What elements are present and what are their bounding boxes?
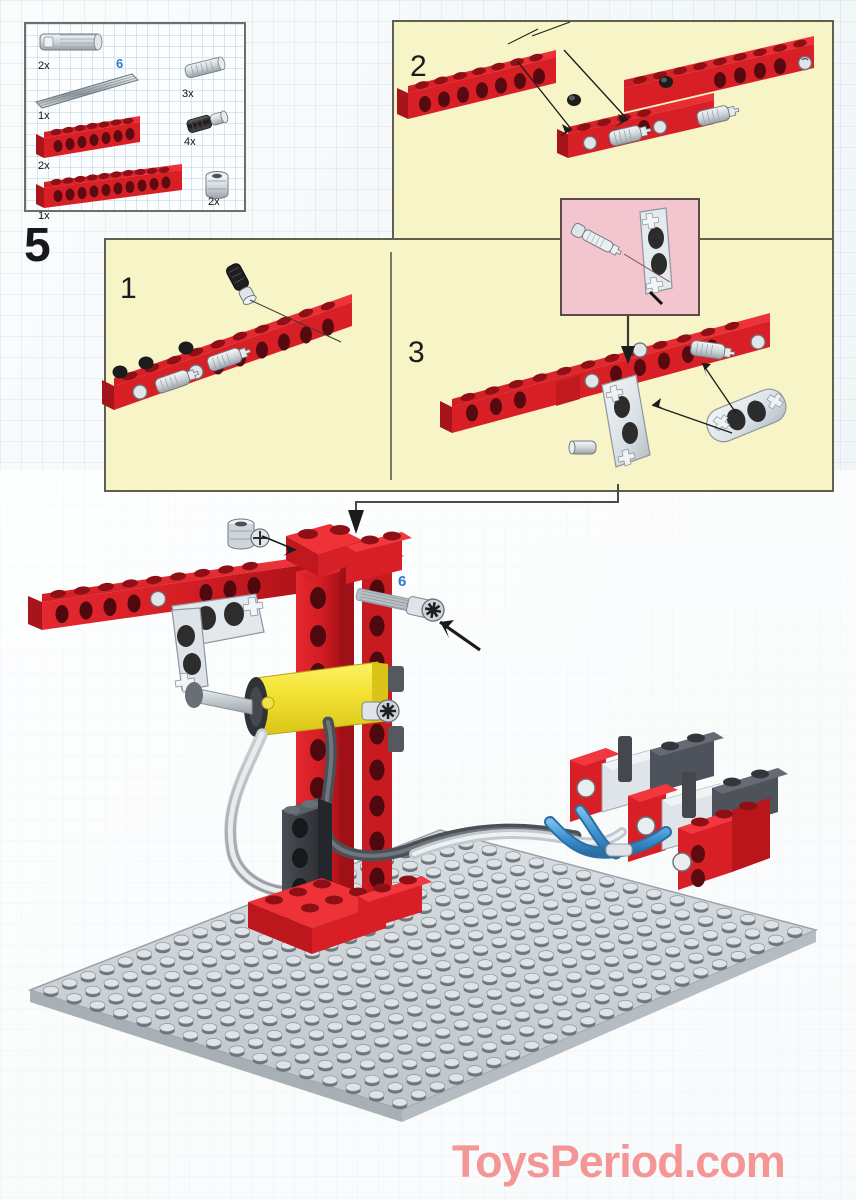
qty-axle-long-grey: 1x	[38, 110, 50, 122]
valve-unit-1	[570, 732, 724, 822]
step2-red-beam-left	[397, 50, 556, 119]
part-pneumatic-switch-valve	[39, 33, 103, 51]
detail-callout-pink	[560, 198, 700, 316]
parts-inventory-box: 2x 1x 2x 1x 3x 4x 2x 6	[24, 22, 246, 222]
qty-technic-brick-1x8-red: 2x	[38, 160, 50, 172]
step2-axle-pin-b	[659, 76, 673, 88]
step1-connector-pin-a	[154, 369, 200, 394]
panel-vertical-divider	[390, 252, 392, 480]
step1-leader-line	[249, 299, 342, 343]
grey-air-tube-left-highlight	[227, 731, 315, 895]
step3-liftarm-horizontal	[706, 388, 787, 443]
pneumatic-valve-assembly	[570, 732, 788, 890]
step2-arrowhead-a	[559, 124, 572, 137]
part-axle-long-grey	[35, 73, 139, 109]
inset-connector-pin	[570, 222, 622, 256]
step-2-graphics	[397, 21, 814, 158]
bushing-insert-callout	[227, 518, 297, 556]
inset-callout-stem	[621, 316, 635, 364]
qty-bushing-grey: 2x	[208, 196, 220, 208]
panel-to-figure-connector	[348, 484, 619, 534]
step2-red-beam-right-upper	[624, 36, 814, 112]
step1-connector-pin-b	[206, 347, 252, 372]
valve-lever-1	[618, 736, 632, 782]
red-base-bricks	[248, 875, 432, 954]
grey-air-tube-right	[409, 827, 627, 859]
blue-air-tube	[544, 804, 672, 860]
step3-floating-connector-pin	[690, 340, 736, 360]
step1-axle-pins	[112, 341, 194, 379]
valve-lever-2	[682, 772, 696, 818]
detail-callout-graphics	[570, 207, 673, 306]
part-bushing-grey	[205, 171, 229, 199]
inset-liftarm	[639, 207, 673, 306]
parts-callout-number-6: 6	[116, 56, 124, 71]
qty-technic-brick-1x12-red: 1x	[38, 210, 50, 222]
inset-leader-line	[623, 253, 671, 283]
tower-grey-nub-b	[388, 726, 404, 752]
site-watermark: ToysPeriod.com	[452, 1136, 786, 1187]
tower-grey-nub-a	[388, 666, 404, 692]
tower-axle-pin-lower	[361, 699, 400, 723]
part-axle-pin-black	[186, 110, 229, 133]
step2-connector-pin-a	[608, 125, 652, 147]
step-1-graphics	[102, 263, 352, 410]
qty-pneumatic-switch-valve: 2x	[38, 60, 50, 72]
main-step-number: 5	[24, 219, 51, 272]
step2-arrowhead-b	[615, 114, 628, 127]
part-technic-brick-1x12-red	[36, 164, 182, 208]
step-number-2: 2	[410, 50, 427, 83]
qty-connector-pin-long: 3x	[182, 88, 194, 100]
yellow-pneumatic-cylinder	[185, 661, 388, 737]
step2-connector-pin-b	[696, 105, 740, 127]
qty-axle-pin-black: 4x	[184, 136, 196, 148]
step-3-graphics	[440, 313, 787, 468]
step1-floating-axle-pin	[226, 263, 257, 305]
main-assembly-illustration: 6	[27, 518, 819, 1122]
grey-liftarm-linkage	[171, 593, 265, 693]
axle-insert-callout	[355, 588, 481, 652]
step2-assembly-arrows	[507, 21, 629, 131]
main-figure-callout-number-6: 6	[398, 573, 406, 590]
part-technic-brick-1x8-red	[36, 116, 140, 158]
grey-baseplate	[27, 829, 819, 1122]
step3-liftarm-vertical	[568, 374, 651, 468]
red-crane-arm	[28, 556, 310, 630]
step2-axle-pin-a	[567, 94, 581, 106]
crane-arm-pin-hole	[149, 590, 167, 608]
part-connector-pin-long	[184, 56, 226, 79]
step-number-1: 1	[120, 272, 137, 305]
blue-tube-connector	[605, 843, 633, 857]
step3-arrowhead-b	[702, 363, 711, 377]
step-number-3: 3	[408, 336, 425, 369]
parts-inventory-graphics	[35, 33, 229, 208]
step3-arrowhead-a	[652, 398, 666, 410]
valve-red-end-block	[672, 798, 770, 890]
step1-red-beam	[102, 294, 352, 410]
